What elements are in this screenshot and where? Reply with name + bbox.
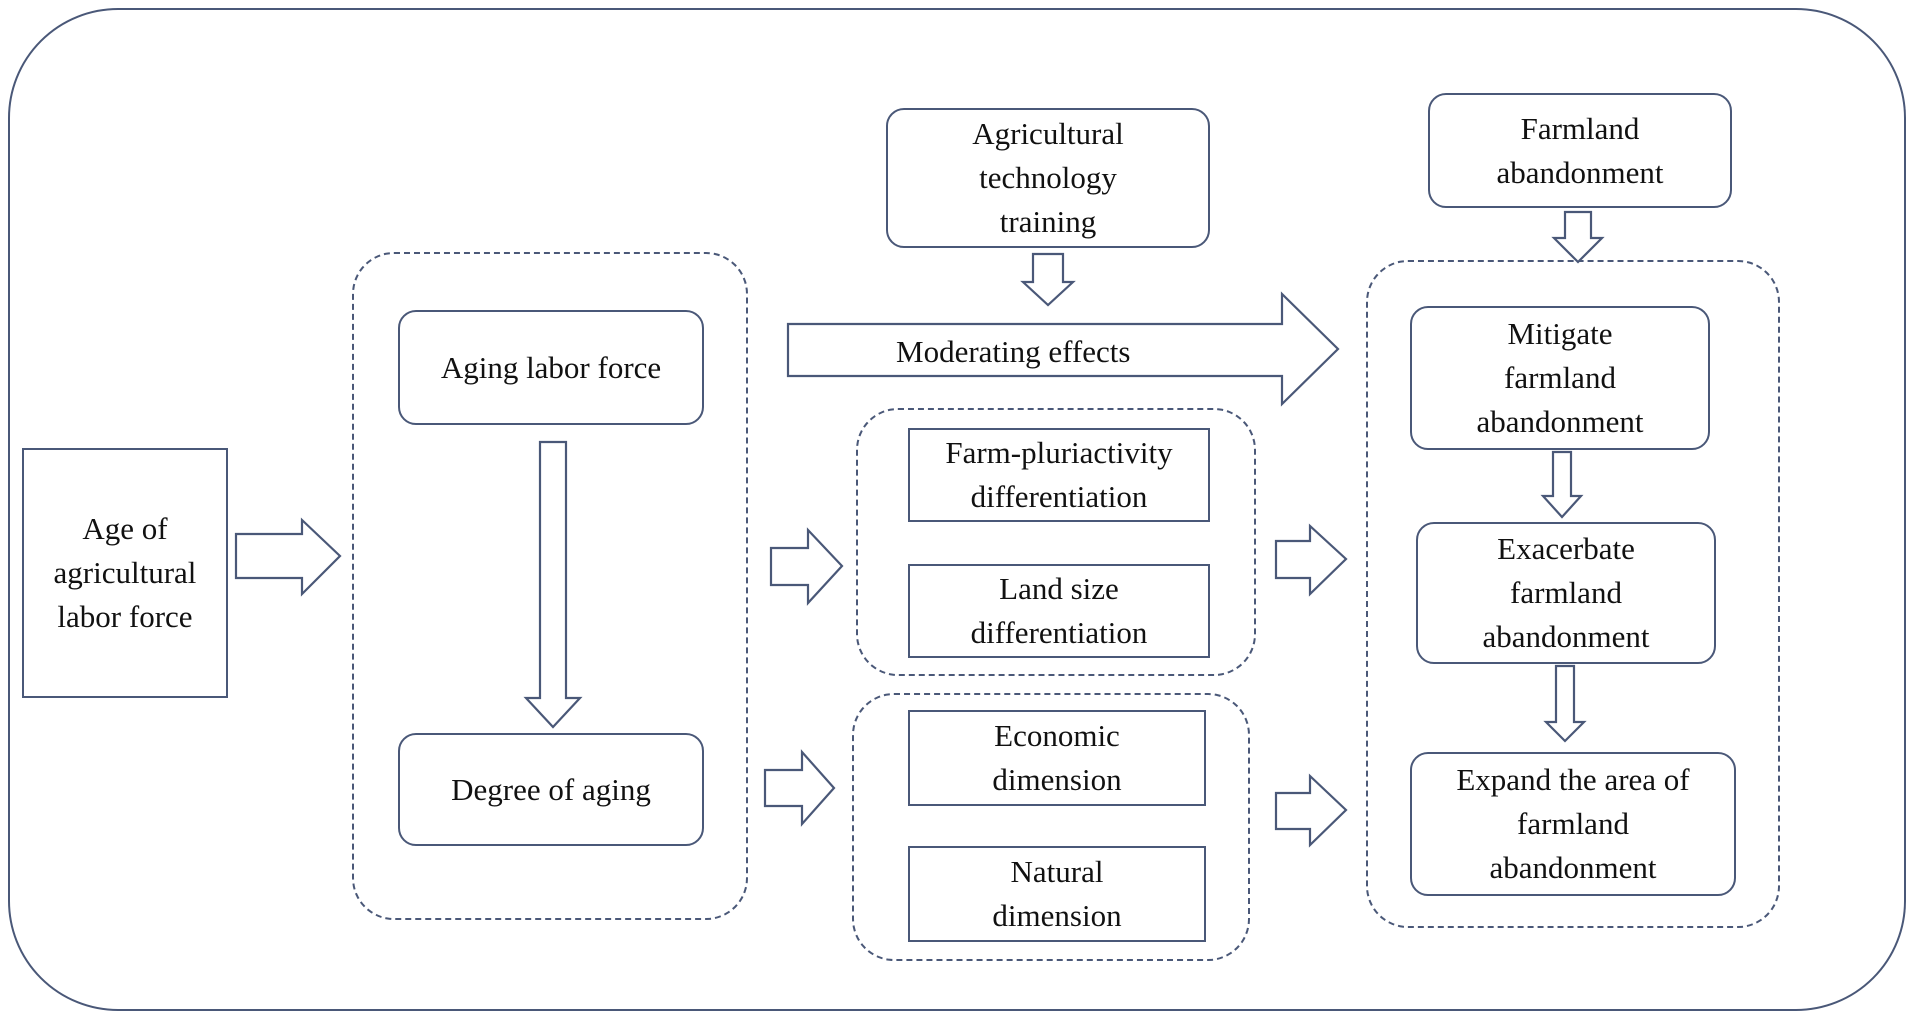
label-agricultural-technology-training: Agricultural technology training [972, 116, 1124, 239]
label-mitigate-farmland-abandonment: Mitigate farmland abandonment [1476, 316, 1644, 439]
arrow-differentiation-to-outcome [1274, 523, 1348, 597]
box-aging-labor-force: Aging labor force [398, 310, 704, 425]
box-farm-pluriactivity-differentiation: Farm-pluriactivity differentiation [908, 428, 1210, 522]
label-exacerbate-farmland-abandonment: Exacerbate farmland abandonment [1482, 531, 1650, 654]
label-expand-area-of-farmland-abandonment: Expand the area of farmland abandonment [1456, 762, 1690, 885]
arrow-training-down [1020, 252, 1076, 307]
differentiation-group [856, 408, 1256, 676]
arrow-aging-to-degree [523, 440, 583, 729]
box-expand-area-of-farmland-abandonment: Expand the area of farmland abandonment [1410, 752, 1736, 896]
box-natural-dimension: Natural dimension [908, 846, 1206, 942]
label-land-size-differentiation: Land size differentiation [970, 571, 1148, 650]
box-agricultural-technology-training: Agricultural technology training [886, 108, 1210, 248]
aging-group [352, 252, 748, 920]
box-land-size-differentiation: Land size differentiation [908, 564, 1210, 658]
outcome-group [1366, 260, 1780, 928]
arrow-exacerbate-to-expand [1543, 664, 1587, 743]
arrow-dimensions-to-outcome [1274, 773, 1348, 848]
arrow-mitigate-to-exacerbate [1540, 450, 1584, 519]
label-aging-labor-force: Aging labor force [440, 349, 662, 385]
arrow-aging-to-differentiation [769, 527, 844, 606]
box-degree-of-aging: Degree of aging [398, 733, 704, 846]
label-farm-pluriactivity-differentiation: Farm-pluriactivity differentiation [945, 435, 1173, 514]
box-mitigate-farmland-abandonment: Mitigate farmland abandonment [1410, 306, 1710, 450]
box-economic-dimension: Economic dimension [908, 710, 1206, 806]
label-economic-dimension: Economic dimension [992, 718, 1122, 797]
box-age-of-agricultural-labor-force: Age of agricultural labor force [22, 448, 228, 698]
arrow-input-to-aging [234, 517, 342, 597]
arrow-moderating-effects [786, 291, 1340, 407]
box-exacerbate-farmland-abandonment: Exacerbate farmland abandonment [1416, 522, 1716, 664]
arrow-aging-to-dimensions [763, 749, 836, 827]
outer-frame [8, 8, 1906, 1011]
label-degree-of-aging: Degree of aging [451, 771, 651, 807]
label-farmland-abandonment: Farmland abandonment [1496, 110, 1664, 190]
label-moderating-effects: Moderating effects [896, 334, 1131, 369]
label-age-of-agricultural-labor-force: Age of agricultural labor force [53, 511, 197, 634]
box-farmland-abandonment: Farmland abandonment [1428, 93, 1732, 208]
arrow-farmland-down [1551, 210, 1605, 264]
dimension-group [852, 693, 1250, 961]
label-natural-dimension: Natural dimension [992, 854, 1122, 933]
